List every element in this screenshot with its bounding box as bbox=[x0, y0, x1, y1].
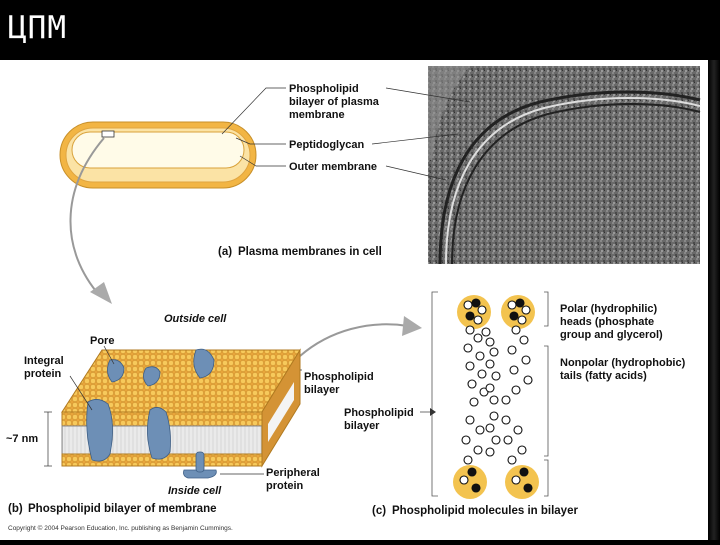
label-polar-1: Polar (hydrophilic) bbox=[560, 303, 658, 315]
label-phospholipid-a-1: Phospholipid bbox=[289, 83, 359, 95]
label-peripheral-1: Peripheral bbox=[266, 467, 320, 479]
peripheral-protein bbox=[183, 469, 217, 479]
caption-c-letter: (c) bbox=[372, 505, 386, 517]
label-phospholipid-a-3: membrane bbox=[289, 109, 345, 121]
figure-panel: Phospholipid bilayer of plasma membrane … bbox=[0, 60, 708, 540]
label-nonpolar-1: Nonpolar (hydrophobic) bbox=[560, 357, 686, 369]
zoom-arrowhead-1 bbox=[90, 282, 112, 304]
caption-c: Phospholipid molecules in bilayer bbox=[392, 505, 578, 517]
cell-drawing bbox=[59, 121, 257, 189]
leader-lines-b bbox=[44, 345, 302, 475]
caption-b: Phospholipid bilayer of membrane bbox=[28, 503, 217, 515]
leader-lines-a bbox=[221, 87, 471, 181]
integral-protein bbox=[86, 399, 113, 462]
pore-protein bbox=[107, 359, 125, 383]
label-bilayer-c-2: bilayer bbox=[344, 420, 380, 432]
atom-chains bbox=[459, 298, 533, 493]
label-outer-membrane: Outer membrane bbox=[289, 161, 377, 173]
label-bilayer-b-1: Phospholipid bbox=[304, 371, 374, 383]
micrograph bbox=[428, 66, 701, 265]
label-integral-2: protein bbox=[24, 368, 62, 380]
caption-a: Plasma membranes in cell bbox=[238, 246, 382, 258]
label-peripheral-2: protein bbox=[266, 480, 304, 492]
label-bilayer-b-2: bilayer bbox=[304, 384, 340, 396]
label-outside-cell: Outside cell bbox=[164, 313, 227, 325]
slide-edge bbox=[708, 60, 720, 540]
copyright-note: Copyright © 2004 Pearson Education, Inc.… bbox=[8, 524, 233, 532]
label-bilayer-c-1: Phospholipid bbox=[344, 407, 414, 419]
label-pore: Pore bbox=[90, 335, 114, 347]
bracket-c bbox=[431, 291, 549, 497]
proteins bbox=[86, 348, 217, 479]
label-polar-2: heads (phosphate bbox=[560, 316, 654, 328]
label-peptidoglycan: Peptidoglycan bbox=[289, 139, 364, 151]
label-phospholipid-a-2: bilayer of plasma bbox=[289, 96, 380, 108]
label-nonpolar-2: tails (fatty acids) bbox=[560, 370, 647, 382]
zoom-arrowhead-2 bbox=[402, 316, 422, 336]
slide-title: ЦПМ bbox=[8, 10, 67, 46]
label-polar-3: group and glycerol) bbox=[560, 329, 663, 341]
caption-b-letter: (b) bbox=[8, 503, 23, 515]
label-integral-1: Integral bbox=[24, 355, 64, 367]
slide-header: ЦПМ bbox=[0, 0, 720, 58]
zoom-arrow-2 bbox=[299, 323, 409, 357]
label-thickness: ~7 nm bbox=[6, 433, 38, 445]
zoom-arrow-1 bbox=[69, 137, 105, 297]
label-inside-cell: Inside cell bbox=[168, 485, 222, 497]
leader-bilayer-c-head bbox=[430, 408, 436, 416]
caption-a-letter: (a) bbox=[218, 246, 232, 258]
phospholipid-molecules bbox=[453, 295, 539, 499]
zoom-box bbox=[101, 130, 115, 138]
membrane-figure: Phospholipid bilayer of plasma membrane … bbox=[6, 66, 701, 532]
